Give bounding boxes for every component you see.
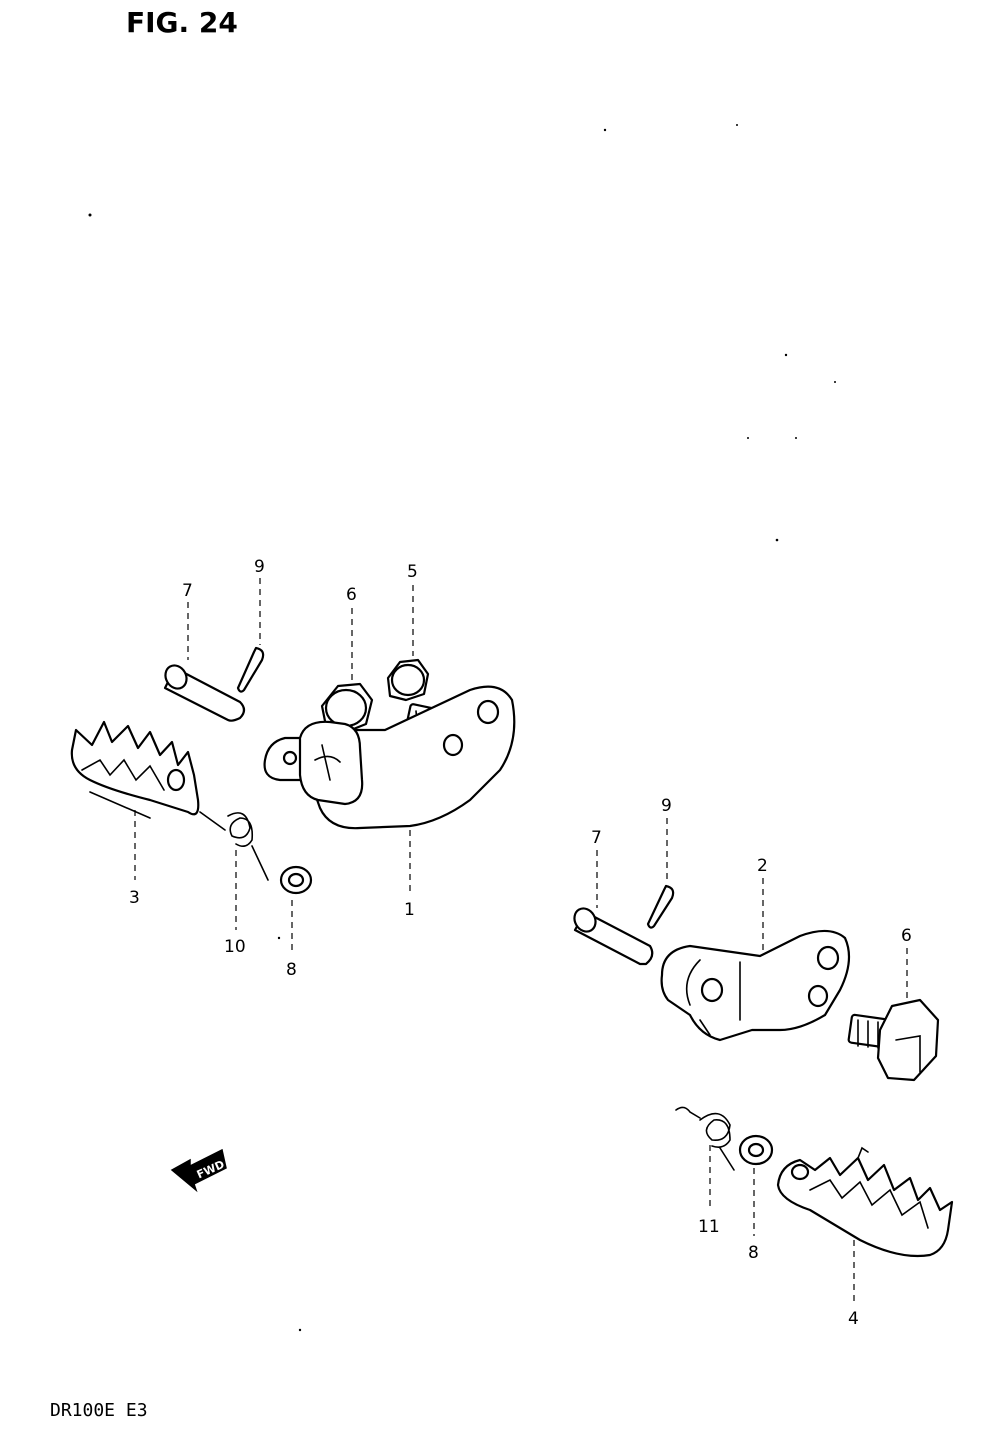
callout-9-right: 9 — [661, 796, 672, 816]
callout-11-right: 11 — [698, 1217, 720, 1237]
cotter-pin-9-left — [236, 646, 265, 693]
callouts-left: 7 9 6 5 3 10 8 1 — [129, 557, 418, 980]
callout-8-left: 8 — [286, 960, 297, 980]
callout-4-right: 4 — [848, 1309, 859, 1329]
footpeg-4-right — [776, 1146, 954, 1258]
callout-6-left: 6 — [346, 585, 357, 605]
washer-8-right — [738, 1134, 774, 1166]
callout-6-right: 6 — [901, 926, 912, 946]
callouts-right: 9 7 2 6 11 8 4 — [591, 796, 912, 1329]
leader-lines-right — [596, 818, 908, 1302]
callout-3-left: 3 — [129, 888, 140, 908]
model-code: DR100E E3 — [50, 1400, 148, 1421]
footrest-bracket-2-right — [660, 929, 851, 1042]
callout-7-left: 7 — [182, 581, 193, 601]
figure-title: FIG. 24 — [126, 6, 238, 39]
scan-specks — [88, 124, 836, 1332]
pin-7-right — [573, 907, 654, 966]
callout-10-left: 10 — [224, 937, 246, 957]
forward-direction-arrow: FWD — [170, 1148, 227, 1193]
footrest-bracket-1-left — [263, 685, 516, 830]
washer-8-left — [279, 865, 313, 895]
callout-9-left: 9 — [254, 557, 265, 577]
callout-5-left: 5 — [407, 562, 418, 582]
cotter-pin-9-right — [646, 884, 675, 929]
footpeg-3-left — [70, 720, 200, 819]
pin-7-left — [163, 664, 246, 722]
leader-lines-left — [134, 578, 414, 952]
spring-11-right — [675, 1106, 735, 1171]
callout-2-right: 2 — [757, 856, 768, 876]
callout-1-left: 1 — [404, 900, 415, 920]
spring-10-left — [199, 811, 269, 881]
bolt-6-right — [847, 998, 940, 1082]
callout-7-right: 7 — [591, 828, 602, 848]
callout-8-right: 8 — [748, 1243, 759, 1263]
